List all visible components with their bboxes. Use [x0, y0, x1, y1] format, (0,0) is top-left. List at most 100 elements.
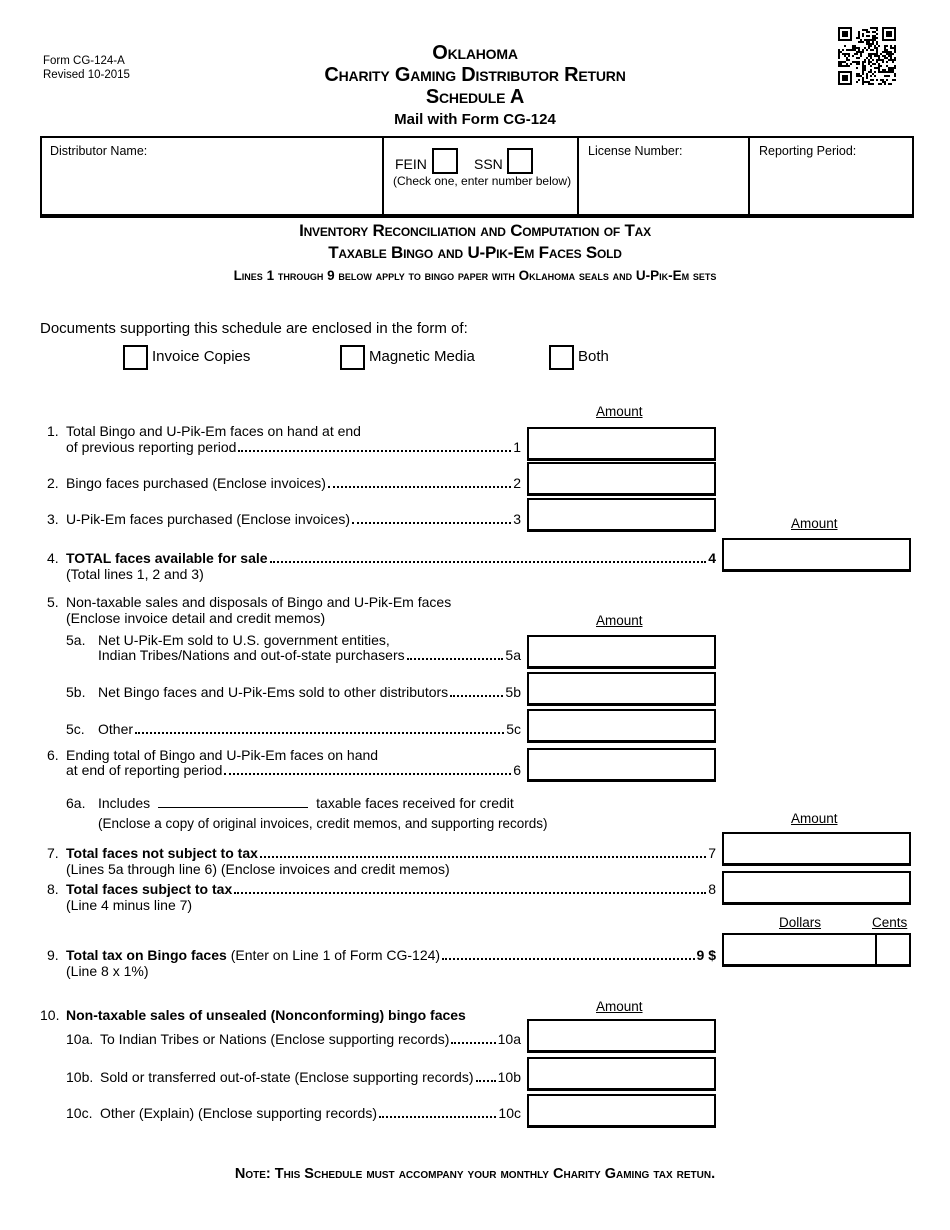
dollars-label: Dollars [779, 915, 822, 930]
line-label: Sold or transferred out-of-state (Enclos… [100, 1069, 474, 1085]
fein-checkbox[interactable] [432, 148, 458, 174]
line-label: Total faces subject to tax [66, 881, 233, 897]
amount-label-1: Amount [596, 404, 643, 419]
license-number-field[interactable]: License Number: [579, 138, 748, 210]
line-9-subnote: (Line 8 x 1%) [66, 963, 148, 979]
dotted-leader [379, 1116, 497, 1118]
line-label: of previous reporting period [66, 439, 237, 455]
line-ref: 10b [497, 1069, 521, 1085]
line-label: Other [98, 721, 134, 737]
line-label: Ending total of Bingo and U-Pik-Em faces… [66, 747, 379, 763]
line-label: Includes [98, 795, 151, 811]
line4-amount-box[interactable] [722, 538, 911, 572]
line-ref: 8 [708, 881, 716, 897]
line10b-amount-box[interactable] [527, 1057, 716, 1091]
line-number: 1. [47, 423, 59, 439]
section-subheading: Lines 1 through 9 below apply to bingo p… [233, 268, 717, 283]
line-10b-text: 10b. Sold or transferred out-of-state (E… [66, 1069, 521, 1085]
line-10a-text: 10a. To Indian Tribes or Nations (Enclos… [66, 1031, 521, 1047]
line2-amount-box[interactable] [527, 462, 716, 496]
dotted-leader [135, 732, 505, 734]
line-number: 10. [40, 1007, 60, 1023]
form-title-line3: Schedule A [425, 86, 525, 108]
line-ref: 5a [505, 647, 521, 663]
form-revision: Revised 10-2015 [43, 68, 130, 81]
line3-amount-box[interactable] [527, 498, 716, 532]
amount-label-4: Amount [791, 811, 838, 826]
dotted-leader [259, 856, 707, 858]
line-label: Total tax on Bingo faces [66, 947, 227, 963]
line-5a-leader: Indian Tribes/Nations and out-of-state p… [98, 647, 521, 663]
dotted-leader [352, 522, 512, 524]
line5b-amount-box[interactable] [527, 672, 716, 706]
line-7-text: 7. Total faces not subject to tax 7 [47, 845, 716, 861]
line-ref: 9 $ [696, 947, 716, 963]
ssn-checkbox[interactable] [507, 148, 533, 174]
line-label: at end of reporting period [66, 762, 223, 778]
line10c-amount-box[interactable] [527, 1094, 716, 1128]
line-number: 8. [47, 881, 59, 897]
fein-label: FEIN [395, 156, 427, 172]
line-label: Bingo faces purchased (Enclose invoices) [66, 475, 326, 491]
fein-ssn-field: FEIN SSN (Check one, enter number below) [384, 138, 577, 210]
line-number: 10a. [66, 1031, 94, 1047]
line9-amount-box[interactable] [722, 933, 911, 967]
line5a-amount-box[interactable] [527, 635, 716, 669]
line-ref: 5b [505, 684, 521, 700]
subnote-text: (Lines 5a through line 6) (Enclose invoi… [66, 861, 450, 877]
amount-label-5: Amount [596, 999, 643, 1014]
bottom-note: Note: This Schedule must accompany your … [234, 1166, 716, 1182]
section-heading-2: Taxable Bingo and U-Pik-Em Faces Sold [328, 243, 622, 262]
line7-amount-box[interactable] [722, 832, 911, 866]
line-label: Non-taxable sales and disposals of Bingo… [66, 594, 452, 610]
line-label: Other (Explain) (Enclose supporting reco… [100, 1105, 378, 1121]
invoice-copies-checkbox[interactable] [123, 345, 148, 370]
line-label: Total Bingo and U-Pik-Em faces on hand a… [66, 423, 361, 439]
line6-amount-box[interactable] [527, 748, 716, 782]
amount-label-2: Amount [791, 516, 838, 531]
line-ref: 4 [708, 550, 716, 566]
line10a-amount-box[interactable] [527, 1019, 716, 1053]
ssn-label: SSN [474, 156, 503, 172]
magnetic-media-checkbox[interactable] [340, 345, 365, 370]
line-10-text: 10. Non-taxable sales of unsealed (Nonco… [40, 1007, 466, 1023]
line8-amount-box[interactable] [722, 871, 911, 905]
dotted-leader [450, 695, 504, 697]
dotted-leader [475, 1080, 496, 1082]
line-label: Non-taxable sales of unsealed (Nonconfor… [66, 1007, 466, 1023]
line-1-leader: of previous reporting period 1 [66, 439, 521, 455]
line-6-text: 6. Ending total of Bingo and U-Pik-Em fa… [47, 747, 378, 763]
line6a-blank-field[interactable] [158, 807, 309, 808]
line-ref: 3 [513, 511, 521, 527]
line-label: Net U-Pik-Em sold to U.S. government ent… [98, 632, 390, 648]
line-ref: 10c [498, 1105, 521, 1121]
cents-label: Cents [872, 915, 908, 930]
line-label: Indian Tribes/Nations and out-of-state p… [98, 647, 405, 663]
both-checkbox[interactable] [549, 345, 574, 370]
line-1-text: 1. Total Bingo and U-Pik-Em faces on han… [47, 423, 521, 439]
amount-label-3: Amount [596, 613, 643, 628]
line-number: 6a. [66, 795, 86, 811]
reporting-period-field[interactable]: Reporting Period: [750, 138, 908, 210]
section-heading-1: Inventory Reconciliation and Computation… [299, 221, 651, 240]
subnote-text: (Line 4 minus line 7) [66, 897, 193, 913]
line-7-subnote: (Lines 5a through line 6) (Enclose invoi… [66, 861, 450, 877]
line-8-subnote: (Line 4 minus line 7) [66, 897, 192, 913]
check-one-note: (Check one, enter number below) [393, 174, 572, 188]
reporting-period-label: Reporting Period: [759, 144, 857, 158]
magnetic-media-label: Magnetic Media [369, 348, 475, 365]
both-label: Both [578, 348, 609, 365]
line-label-secondary: (Enter on Line 1 of Form CG-124) [230, 947, 441, 963]
line5c-amount-box[interactable] [527, 709, 716, 743]
distributor-name-field[interactable]: Distributor Name: [42, 138, 382, 210]
dollars-cents-divider [875, 935, 877, 964]
line-label: To Indian Tribes or Nations (Enclose sup… [100, 1031, 450, 1047]
dotted-leader [238, 450, 512, 452]
line1-amount-box[interactable] [527, 427, 716, 461]
line-ref: 1 [513, 439, 521, 455]
line-number: 5. [47, 594, 59, 610]
line-8-text: 8. Total faces subject to tax 8 [47, 881, 716, 897]
line-number: 2. [47, 475, 59, 491]
form-title-line1: Oklahoma [432, 42, 518, 64]
